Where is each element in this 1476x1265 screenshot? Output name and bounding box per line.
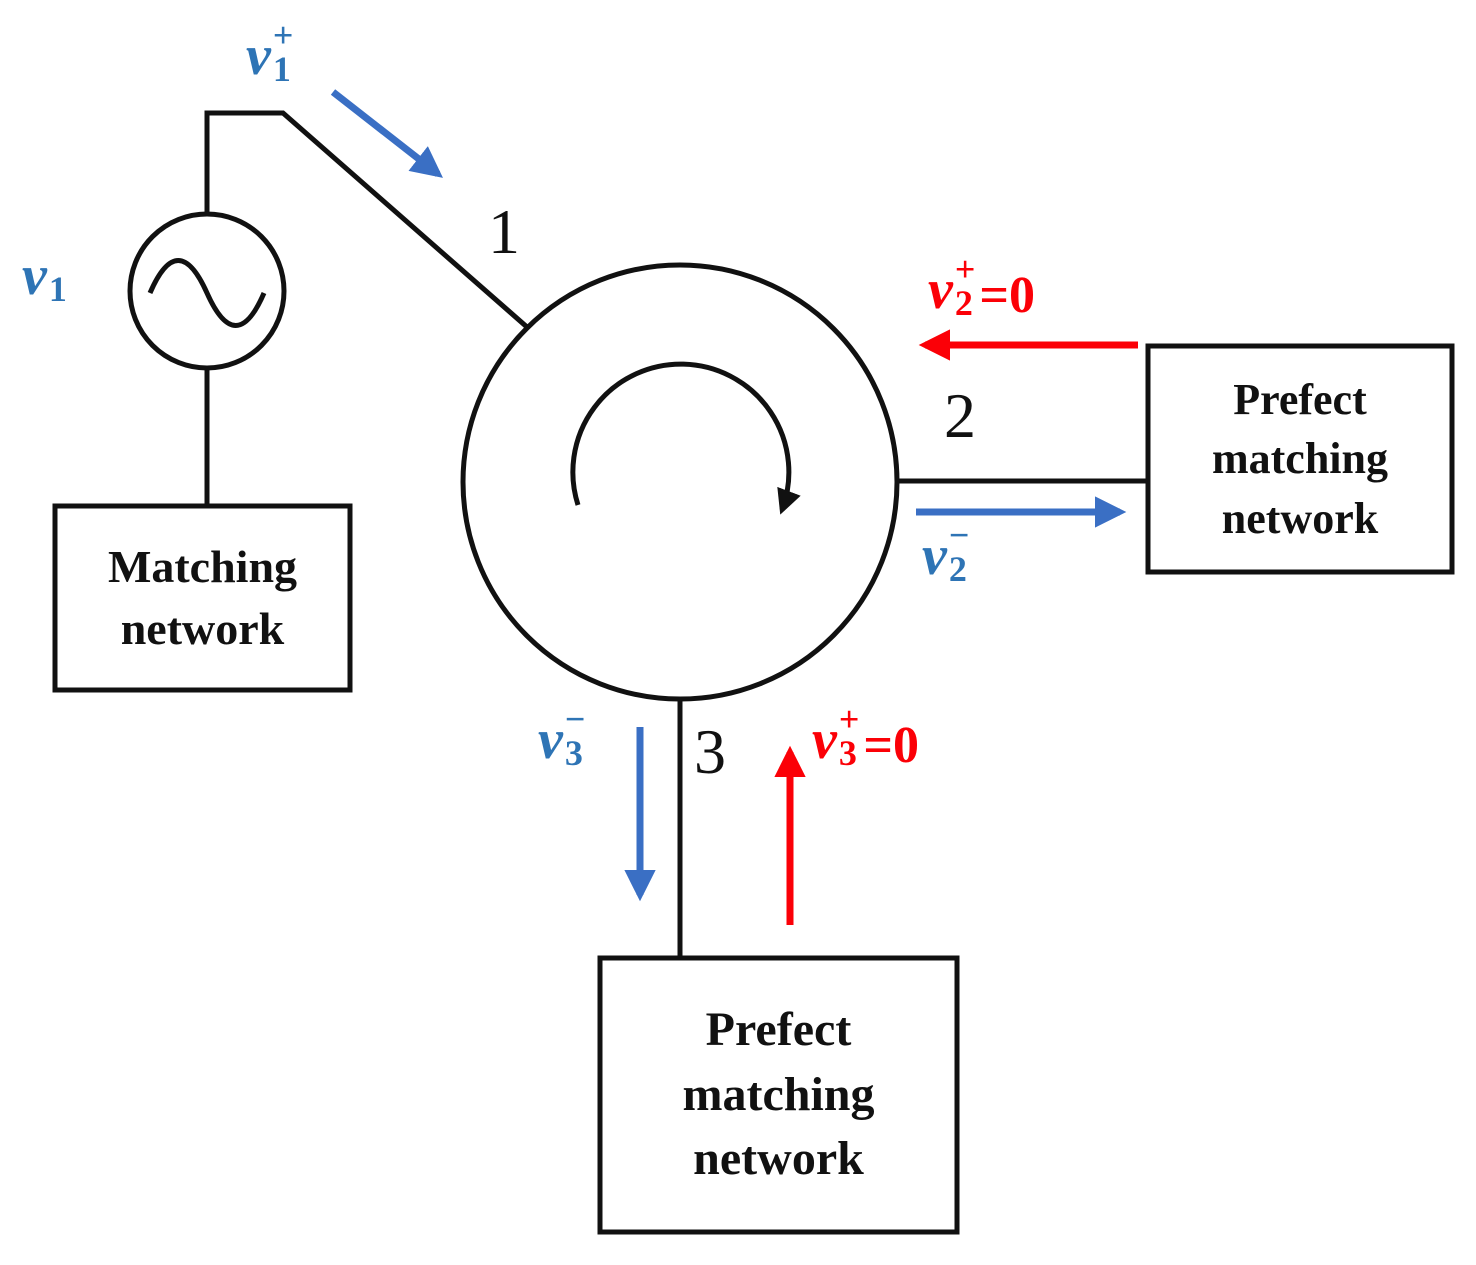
matching-network-line1: Matching	[107, 540, 298, 592]
v2-plus-sup: +	[954, 249, 976, 289]
v2-minus-label: v − 2	[922, 517, 969, 596]
perfect-matching-box-port3	[597, 955, 960, 1235]
v3-plus-sup: +	[838, 699, 860, 739]
perfect-matching-port2-line2: matching	[1212, 434, 1388, 484]
v3-plus-label: v + 3 =0	[812, 701, 920, 780]
v3-plus-suffix: =0	[863, 717, 920, 775]
perfect-matching-port2-line1: Prefect	[1233, 374, 1367, 424]
v1-plus-sup: +	[272, 15, 294, 55]
perfect-matching-port3-line2: matching	[682, 1067, 875, 1121]
port2-number: 2	[944, 380, 976, 451]
v1-plus-base: v	[246, 25, 271, 87]
perfect-matching-port3-line1: Prefect	[705, 1002, 852, 1056]
v1-plus-sub: 1	[272, 49, 291, 90]
v3-minus-base: v	[538, 709, 563, 771]
v2-plus-label: v + 2 =0	[928, 251, 1036, 330]
v2-plus-sub: 2	[954, 283, 973, 324]
port3-number: 3	[694, 716, 726, 787]
port1-number: 1	[488, 196, 520, 267]
perfect-matching-box-port2	[1145, 343, 1455, 575]
v2-minus-scripts: − 2	[948, 515, 970, 590]
perfect-matching-port2-label: Prefect matching network	[1148, 346, 1452, 572]
circulator-body	[460, 262, 900, 702]
v1-plus-arrow	[330, 89, 443, 178]
v3-plus-scripts: + 3	[838, 699, 860, 774]
v1-base: v	[22, 245, 47, 307]
v3-minus-sup: −	[564, 699, 586, 739]
v3-plus-base: v	[812, 709, 837, 771]
v2-plus-suffix: =0	[979, 267, 1036, 325]
matching-network-label: Matching network	[55, 506, 350, 690]
v1-sub: 1	[48, 269, 67, 310]
v2-minus-sub: 2	[948, 549, 967, 590]
v3-plus-sub: 3	[838, 733, 857, 774]
v3-minus-label: v − 3	[538, 701, 585, 780]
v3-minus-scripts: − 3	[564, 699, 586, 774]
sine-wave-icon	[147, 258, 267, 328]
circulation-arrow	[570, 361, 801, 515]
perfect-matching-port2-line3: network	[1221, 493, 1379, 543]
v2-minus-base: v	[922, 525, 947, 587]
v3-minus-sub: 3	[564, 733, 583, 774]
v1-source-label: v 1	[22, 248, 67, 316]
v1-plus-scripts: + 1	[272, 15, 294, 90]
v2-plus-base: v	[928, 259, 953, 321]
v2-plus-scripts: + 2	[954, 249, 976, 324]
matching-network-box	[52, 503, 353, 693]
matching-network-line2: network	[120, 603, 285, 654]
v2-minus-sup: −	[948, 515, 970, 555]
v1-scripts: 1	[48, 238, 67, 310]
perfect-matching-port3-line3: network	[693, 1132, 864, 1186]
v1-plus-label: v + 1	[246, 17, 293, 96]
perfect-matching-port3-label: Prefect matching network	[600, 958, 957, 1232]
port1-wire	[204, 110, 562, 358]
